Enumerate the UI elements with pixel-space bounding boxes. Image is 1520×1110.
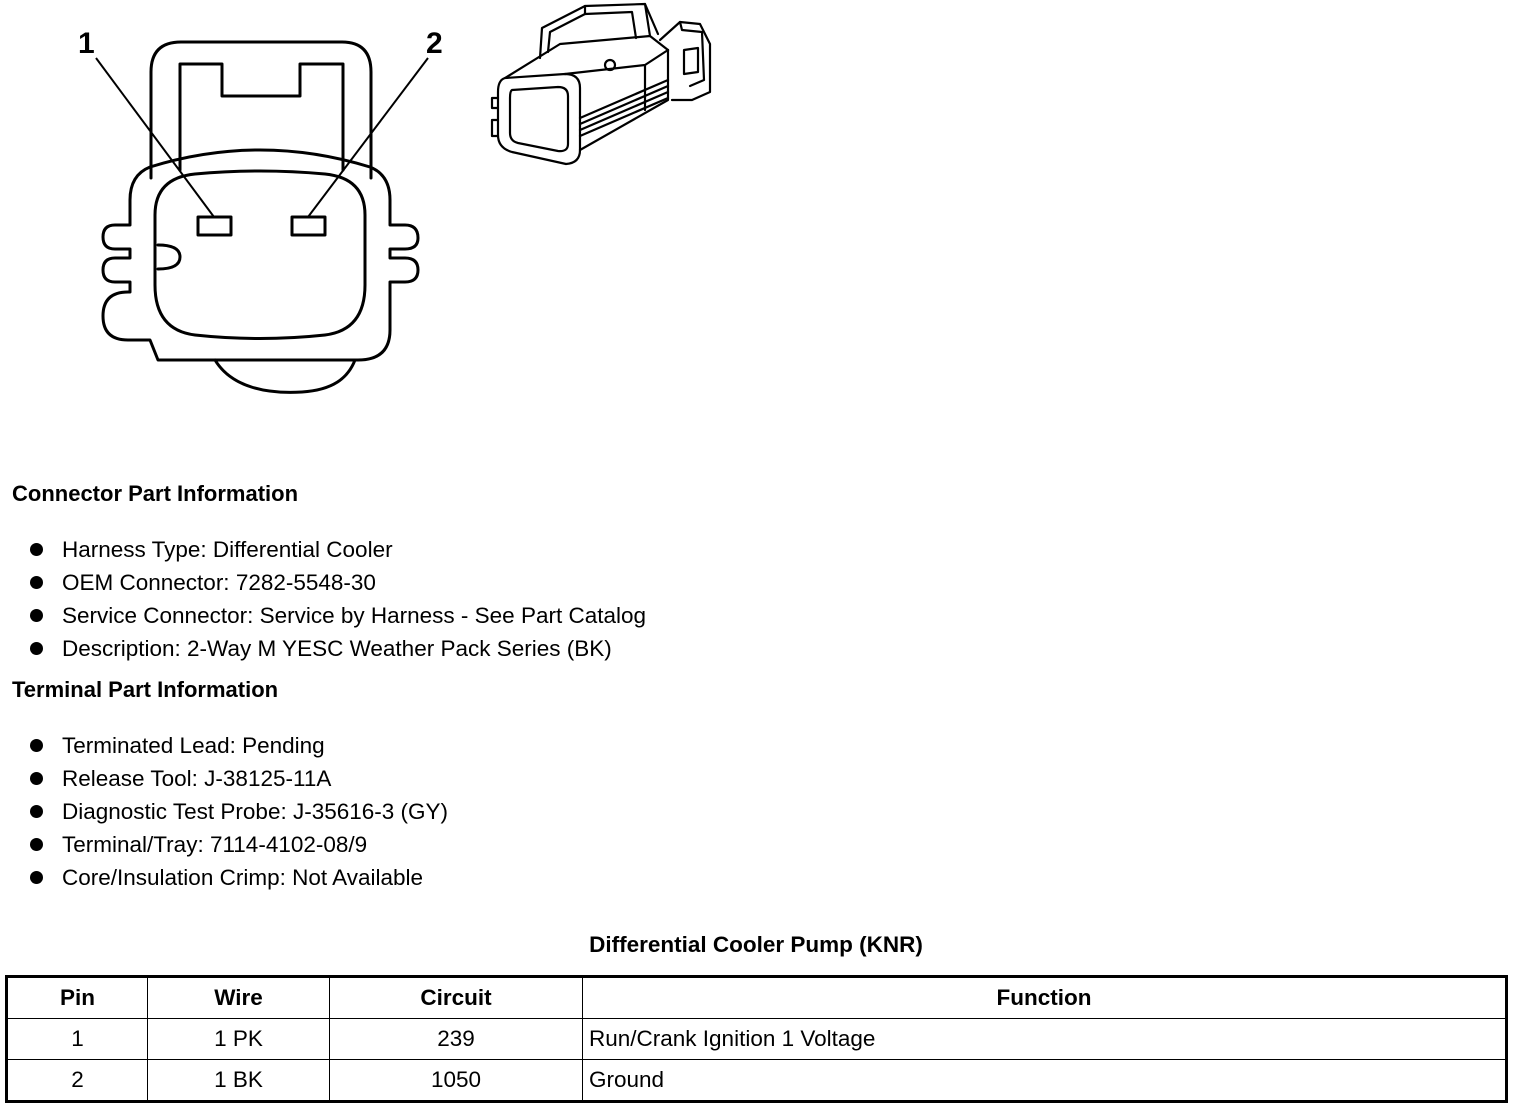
bullet-icon: [30, 543, 43, 556]
cell-function: Run/Crank Ignition 1 Voltage: [582, 1018, 1507, 1060]
bullet-icon: [30, 576, 43, 589]
list-item-text: Core/Insulation Crimp: Not Available: [62, 865, 424, 890]
column-header-function: Function: [582, 976, 1507, 1019]
connector-info-list: Harness Type: Differential Cooler OEM Co…: [0, 533, 646, 665]
cell-wire: 1 BK: [147, 1059, 330, 1102]
bullet-icon: [30, 871, 43, 884]
column-header-wire: Wire: [147, 976, 330, 1019]
list-item-text: Terminated Lead: Pending: [62, 733, 325, 758]
list-item: Terminal/Tray: 7114-4102-08/9: [0, 828, 448, 861]
list-item: Description: 2-Way M YESC Weather Pack S…: [0, 632, 646, 665]
column-header-pin: Pin: [6, 976, 148, 1019]
cell-circuit: 1050: [329, 1059, 583, 1102]
connector-boss: [213, 358, 357, 394]
list-item-text: Terminal/Tray: 7114-4102-08/9: [62, 832, 368, 857]
mating-face: [153, 169, 367, 340]
list-item-text: Service Connector: Service by Harness - …: [62, 603, 647, 628]
keyway: [156, 243, 182, 271]
table-header-row: Pin Wire Circuit Function: [6, 976, 1507, 1019]
list-item-text: OEM Connector: 7282-5548-30: [62, 570, 376, 595]
terminal-info-list: Terminated Lead: Pending Release Tool: J…: [0, 729, 448, 894]
bullet-icon: [30, 739, 43, 752]
bullet-icon: [30, 609, 43, 622]
list-item: OEM Connector: 7282-5548-30: [0, 566, 646, 599]
cell-pin: 2: [6, 1059, 148, 1102]
terminal-cavity-2: [290, 215, 327, 237]
terminal-info-heading: Terminal Part Information: [12, 677, 279, 702]
pin-2-leader: [307, 57, 429, 218]
pin-1-leader: [95, 57, 215, 218]
cell-pin: 1: [6, 1018, 148, 1060]
bullet-icon: [30, 772, 43, 785]
pin-table: Pin Wire Circuit Function 1 1 PK 239 Run…: [5, 975, 1508, 1103]
connector-flange: [101, 148, 420, 362]
bullet-icon: [30, 805, 43, 818]
lock-hood-outer: [149, 40, 373, 180]
column-header-circuit: Circuit: [329, 976, 583, 1019]
table-row: 1 1 PK 239 Run/Crank Ignition 1 Voltage: [6, 1018, 1507, 1060]
pin-1-label: 1: [78, 27, 95, 60]
list-item: Diagnostic Test Probe: J-35616-3 (GY): [0, 795, 448, 828]
cell-function: Ground: [582, 1059, 1507, 1102]
bullet-icon: [30, 838, 43, 851]
connector-info-heading: Connector Part Information: [12, 481, 299, 506]
list-item: Core/Insulation Crimp: Not Available: [0, 861, 448, 894]
table-row: 2 1 BK 1050 Ground: [6, 1059, 1507, 1102]
list-item-text: Release Tool: J-38125-11A: [62, 766, 332, 791]
list-item: Harness Type: Differential Cooler: [0, 533, 646, 566]
table-title: Differential Cooler Pump (KNR): [589, 932, 923, 957]
connector-isometric-icon: [490, 2, 712, 166]
list-item: Service Connector: Service by Harness - …: [0, 599, 646, 632]
list-item-text: Description: 2-Way M YESC Weather Pack S…: [62, 636, 612, 661]
list-item-text: Diagnostic Test Probe: J-35616-3 (GY): [62, 799, 449, 824]
pin-2-label: 2: [426, 27, 443, 60]
connector-diagram: 1 2: [78, 2, 712, 394]
list-item: Terminated Lead: Pending: [0, 729, 448, 762]
bullet-icon: [30, 642, 43, 655]
terminal-cavity-1: [196, 215, 233, 237]
lock-hood-inner: [178, 62, 345, 172]
list-item: Release Tool: J-38125-11A: [0, 762, 448, 795]
cell-wire: 1 PK: [147, 1018, 330, 1060]
cell-circuit: 239: [329, 1018, 583, 1060]
list-item-text: Harness Type: Differential Cooler: [62, 537, 393, 562]
